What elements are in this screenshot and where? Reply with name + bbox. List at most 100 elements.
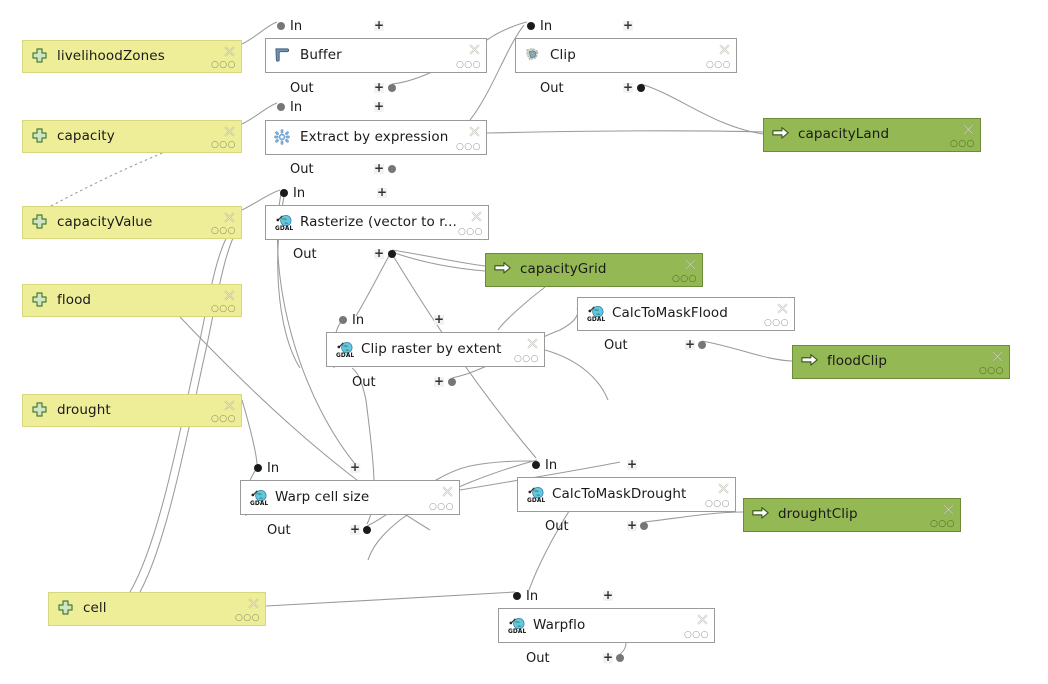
svg-text:GDAL: GDAL	[336, 353, 354, 358]
close-icon[interactable]	[684, 258, 697, 271]
close-icon[interactable]	[223, 211, 236, 224]
node-menu-icon[interactable]: ○○○	[210, 304, 236, 314]
port-dot-icon[interactable]	[388, 84, 396, 92]
port-out-label: Out	[290, 81, 314, 96]
model-node-droughtClip[interactable]: droughtClip○○○	[743, 498, 961, 532]
model-node-buffer[interactable]: Buffer○○○	[265, 38, 487, 73]
port-dot-icon[interactable]	[280, 189, 288, 197]
close-icon[interactable]	[223, 399, 236, 412]
model-node-capacityValue[interactable]: capacityValue○○○	[22, 206, 242, 239]
port-expand-icon[interactable]: +	[374, 18, 385, 32]
port-dot-icon[interactable]	[527, 22, 535, 30]
node-menu-icon[interactable]: ○○○	[949, 139, 975, 149]
node-menu-icon[interactable]: ○○○	[683, 630, 709, 640]
port-expand-icon[interactable]: +	[623, 18, 634, 32]
port-expand-icon[interactable]: +	[350, 460, 361, 474]
port-dot-icon[interactable]	[513, 592, 521, 600]
close-icon[interactable]	[223, 125, 236, 138]
node-menu-icon[interactable]: ○○○	[457, 227, 483, 237]
node-menu-icon[interactable]: ○○○	[513, 354, 539, 364]
node-menu-icon[interactable]: ○○○	[705, 60, 731, 70]
model-node-flood[interactable]: flood○○○	[22, 284, 242, 317]
node-menu-icon[interactable]: ○○○	[234, 613, 260, 623]
port-expand-icon[interactable]: +	[350, 522, 361, 536]
port-dot-icon[interactable]	[637, 84, 645, 92]
node-menu-icon[interactable]: ○○○	[455, 60, 481, 70]
port-dot-icon[interactable]	[640, 522, 648, 530]
node-label: cell	[83, 600, 107, 617]
model-node-clip[interactable]: Clip○○○	[515, 38, 737, 73]
port-expand-icon[interactable]: +	[603, 650, 614, 664]
port-expand-icon[interactable]: +	[627, 457, 638, 471]
node-menu-icon[interactable]: ○○○	[455, 142, 481, 152]
model-node-livelihoodZones[interactable]: livelihoodZones○○○	[22, 40, 242, 73]
port-dot-icon[interactable]	[448, 378, 456, 386]
close-icon[interactable]	[223, 289, 236, 302]
node-menu-icon[interactable]: ○○○	[210, 414, 236, 424]
port-dot-icon[interactable]	[388, 250, 396, 258]
model-node-extractByExpression[interactable]: Extract by expression○○○	[265, 120, 487, 155]
close-icon[interactable]	[470, 210, 483, 223]
close-icon[interactable]	[696, 613, 709, 626]
model-node-drought[interactable]: drought ○○○	[22, 394, 242, 427]
node-menu-icon[interactable]: ○○○	[210, 60, 236, 70]
port-expand-icon[interactable]: +	[374, 80, 385, 94]
port-expand-icon[interactable]: +	[434, 312, 445, 326]
node-menu-icon[interactable]: ○○○	[978, 366, 1004, 376]
node-menu-icon[interactable]: ○○○	[210, 226, 236, 236]
port-expand-icon[interactable]: +	[374, 99, 385, 113]
close-icon[interactable]	[962, 123, 975, 136]
port-expand-icon[interactable]: +	[377, 185, 388, 199]
close-icon[interactable]	[223, 45, 236, 58]
close-icon[interactable]	[526, 337, 539, 350]
port-dot-icon[interactable]	[698, 341, 706, 349]
close-icon[interactable]	[942, 503, 955, 516]
port-expand-icon[interactable]: +	[627, 518, 638, 532]
node-label: drought	[57, 401, 111, 418]
port-dot-icon[interactable]	[532, 461, 540, 469]
port-expand-icon[interactable]: +	[374, 246, 385, 260]
port-dot-icon[interactable]	[363, 526, 371, 534]
close-icon[interactable]	[991, 350, 1004, 363]
node-menu-icon[interactable]: ○○○	[671, 274, 697, 284]
close-icon[interactable]	[776, 302, 789, 315]
close-icon[interactable]	[718, 43, 731, 56]
close-icon[interactable]	[247, 597, 260, 610]
close-icon[interactable]	[717, 482, 730, 495]
close-icon[interactable]	[441, 485, 454, 498]
model-node-cell[interactable]: cell ○○○	[48, 592, 266, 626]
node-menu-icon[interactable]: ○○○	[763, 318, 789, 328]
node-menu-icon[interactable]: ○○○	[428, 502, 454, 512]
port-expand-icon[interactable]: +	[434, 374, 445, 388]
model-node-capacity[interactable]: capacity○○○	[22, 120, 242, 153]
connection-link	[486, 130, 764, 134]
port-dot-icon[interactable]	[277, 22, 285, 30]
close-icon[interactable]	[468, 43, 481, 56]
port-dot-icon[interactable]	[339, 316, 347, 324]
model-node-floodClip[interactable]: floodClip○○○	[792, 345, 1010, 379]
port-expand-icon[interactable]: +	[685, 337, 696, 351]
port-dot-icon[interactable]	[616, 654, 624, 662]
port-dot-icon[interactable]	[254, 464, 262, 472]
model-node-capacityLand[interactable]: capacityLand○○○	[763, 118, 981, 152]
port-expand-icon[interactable]: +	[603, 588, 614, 602]
svg-text:GDAL: GDAL	[527, 498, 545, 503]
connection-link	[701, 340, 793, 362]
port-expand-icon[interactable]: +	[623, 80, 634, 94]
node-menu-icon[interactable]: ○○○	[929, 519, 955, 529]
node-menu-icon[interactable]: ○○○	[704, 499, 730, 509]
port-dot-icon[interactable]	[277, 103, 285, 111]
node-menu-icon[interactable]: ○○○	[210, 140, 236, 150]
port-expand-icon[interactable]: +	[374, 161, 385, 175]
port-dot-icon[interactable]	[388, 165, 396, 173]
node-label: Rasterize (vector to r...	[300, 213, 457, 230]
model-node-capacityGrid[interactable]: capacityGrid○○○	[485, 253, 703, 287]
close-icon[interactable]	[468, 125, 481, 138]
